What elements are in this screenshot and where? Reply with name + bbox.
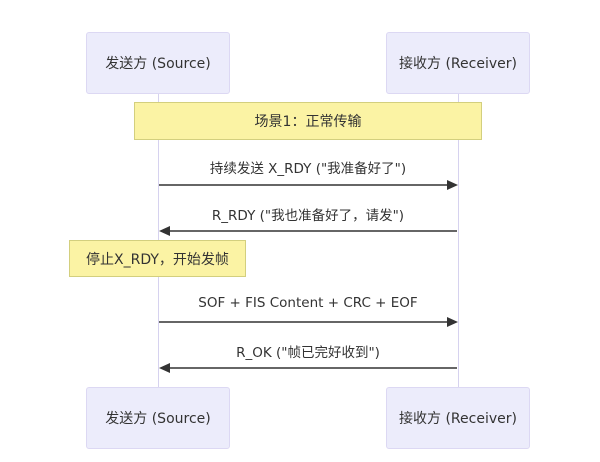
message-2-arrow bbox=[159, 226, 457, 236]
message-2-label: R_RDY ("我也准备好了，请发") bbox=[211, 208, 405, 224]
message-4-arrow bbox=[159, 363, 457, 373]
message-1-label: 持续发送 X_RDY ("我准备好了") bbox=[209, 161, 407, 177]
participant-receiver-top[interactable]: 接收方 (Receiver) bbox=[386, 32, 530, 94]
note-stop-xrdy: 停止X_RDY，开始发帧 bbox=[69, 240, 246, 277]
participant-source-bottom[interactable]: 发送方 (Source) bbox=[86, 387, 230, 449]
participant-receiver-label: 接收方 (Receiver) bbox=[399, 56, 517, 72]
participant-source-label: 发送方 (Source) bbox=[105, 56, 211, 72]
note-stop-xrdy-text: 停止X_RDY，开始发帧 bbox=[86, 251, 229, 268]
participant-receiver-bottom[interactable]: 接收方 (Receiver) bbox=[386, 387, 530, 449]
message-1-arrow bbox=[159, 180, 458, 190]
note-scenario: 场景1：正常传输 bbox=[134, 102, 482, 140]
note-scenario-text: 场景1：正常传输 bbox=[254, 114, 362, 130]
receiver-lifeline bbox=[458, 94, 459, 387]
message-3-arrow bbox=[159, 317, 458, 327]
participant-receiver-label: 接收方 (Receiver) bbox=[399, 411, 517, 427]
participant-source-label: 发送方 (Source) bbox=[105, 411, 211, 427]
message-4-label: R_OK ("帧已完好收到") bbox=[236, 345, 380, 361]
participant-source-top[interactable]: 发送方 (Source) bbox=[86, 32, 230, 94]
message-3-label: SOF + FIS Content + CRC + EOF bbox=[198, 295, 418, 311]
